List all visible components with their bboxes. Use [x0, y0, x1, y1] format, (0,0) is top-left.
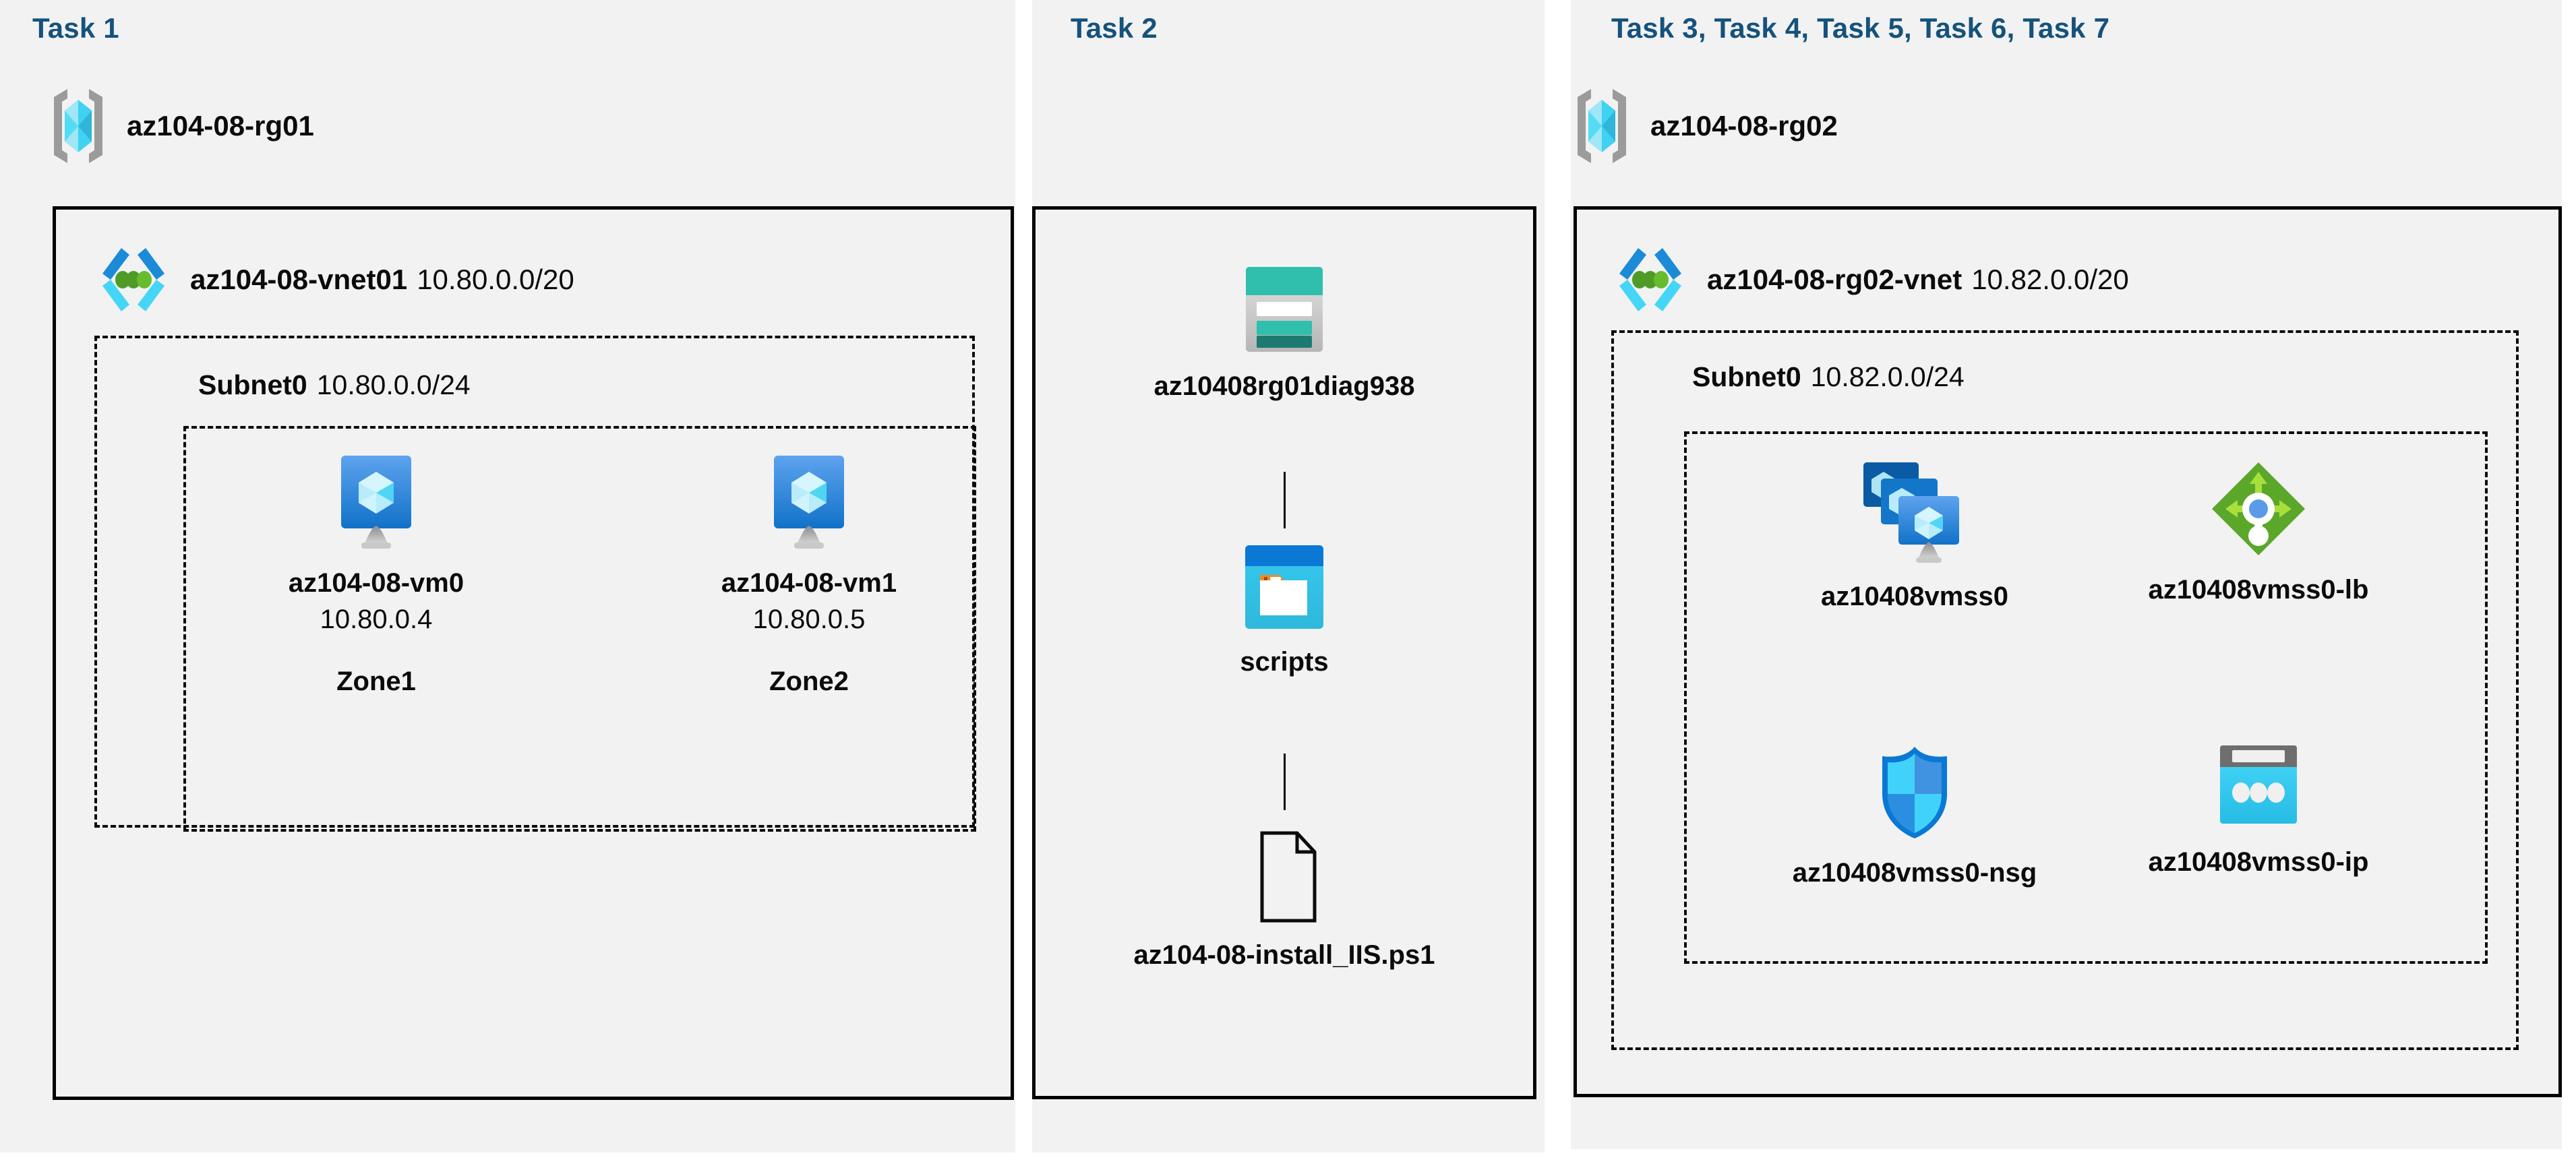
resource-node-blob-container[interactable]: scripts	[1143, 543, 1426, 678]
virtual-network-icon	[94, 244, 173, 315]
vm-name: az104-08-vm1	[721, 568, 897, 598]
subnet-box-2	[1611, 330, 2519, 1050]
resource-node-vm1[interactable]: az104-08-vm1 10.80.0.5 Zone2	[667, 453, 951, 697]
vm-name: az104-08-vm0	[288, 568, 465, 598]
virtual-machine-icon	[762, 453, 856, 553]
subnet-cidr: 10.80.0.0/24	[316, 369, 471, 400]
script-file-name: az104-08-install_IIS.ps1	[1133, 940, 1435, 970]
vnet-header-row-2: az104-08-rg02-vnet 10.82.0.0/20	[1611, 244, 2129, 315]
vnet-name: az104-08-vnet01	[190, 264, 408, 295]
resource-node-nsg[interactable]: az10408vmss0-nsg	[1773, 741, 2056, 889]
resource-group-row-rg01: az104-08-rg01	[47, 86, 314, 166]
storage-account-name: az10408rg01diag938	[1154, 371, 1415, 401]
load-balancer-icon	[2208, 458, 2309, 559]
task1-title: Task 1	[32, 12, 119, 44]
vnet-name: az104-08-rg02-vnet	[1707, 264, 1963, 295]
load-balancer-name: az10408vmss0-lb	[2148, 575, 2369, 605]
blob-container-icon	[1240, 543, 1329, 632]
network-security-group-icon	[1871, 741, 1958, 842]
resource-node-storage-account[interactable]: az10408rg01diag938	[1143, 263, 1426, 402]
subnet-name: Subnet0	[1692, 361, 1801, 392]
resource-node-load-balancer[interactable]: az10408vmss0-lb	[2117, 458, 2400, 606]
public-ip-address-icon	[2209, 741, 2308, 832]
connector-scripts-to-file	[1284, 754, 1286, 810]
vmss-name: az10408vmss0	[1820, 582, 2009, 611]
connector-storage-to-scripts	[1284, 472, 1286, 528]
vm-zone: Zone1	[336, 667, 416, 697]
resource-node-vm0[interactable]: az104-08-vm0 10.80.0.4 Zone1	[235, 453, 518, 697]
resource-node-public-ip[interactable]: az10408vmss0-ip	[2117, 741, 2400, 878]
task2-title: Task 2	[1071, 12, 1158, 44]
vm-ip: 10.80.0.5	[752, 605, 866, 635]
task3-title: Task 3, Task 4, Task 5, Task 6, Task 7	[1611, 12, 2110, 44]
nsg-name: az10408vmss0-nsg	[1792, 858, 2037, 888]
resource-node-vmss[interactable]: az10408vmss0	[1773, 458, 2056, 613]
vnet-cidr: 10.80.0.0/20	[417, 264, 574, 295]
task3-panel	[1571, 0, 2562, 1149]
subnet-resources-box	[1684, 431, 2488, 964]
file-icon	[1239, 829, 1329, 925]
virtual-machine-icon	[329, 453, 423, 553]
subnet-cidr: 10.82.0.0/24	[1810, 361, 1965, 392]
resource-group-icon	[1571, 86, 1633, 166]
availability-zone-box	[183, 426, 976, 832]
subnet-name: Subnet0	[198, 369, 307, 400]
vnet-box-az104-08-vnet01	[53, 206, 1014, 1100]
subnet-label-2: Subnet0 10.82.0.0/24	[1692, 361, 1965, 393]
vm-scale-set-icon	[1857, 458, 1973, 566]
public-ip-name: az10408vmss0-ip	[2148, 847, 2369, 877]
vnet-box-az104-08-rg02-vnet	[1574, 206, 2562, 1097]
resource-group-label: az104-08-rg01	[127, 110, 314, 142]
vnet-header-row-1: az104-08-vnet01 10.80.0.0/20	[94, 244, 574, 315]
subnet-label-1: Subnet0 10.80.0.0/24	[198, 369, 471, 401]
vm-zone: Zone2	[769, 667, 849, 697]
vm-ip: 10.80.0.4	[320, 605, 433, 635]
vnet-cidr: 10.82.0.0/20	[1971, 264, 2129, 295]
virtual-network-icon	[1611, 244, 1689, 315]
blob-container-name: scripts	[1240, 647, 1329, 677]
task1-panel	[0, 0, 1015, 1153]
task2-container-box	[1032, 206, 1536, 1099]
resource-group-icon	[47, 86, 109, 166]
resource-node-script-file[interactable]: az104-08-install_IIS.ps1	[1134, 829, 1435, 971]
resource-group-label: az104-08-rg02	[1650, 110, 1838, 142]
storage-account-icon	[1235, 263, 1334, 356]
resource-group-row-rg02: az104-08-rg02	[1571, 86, 1838, 166]
